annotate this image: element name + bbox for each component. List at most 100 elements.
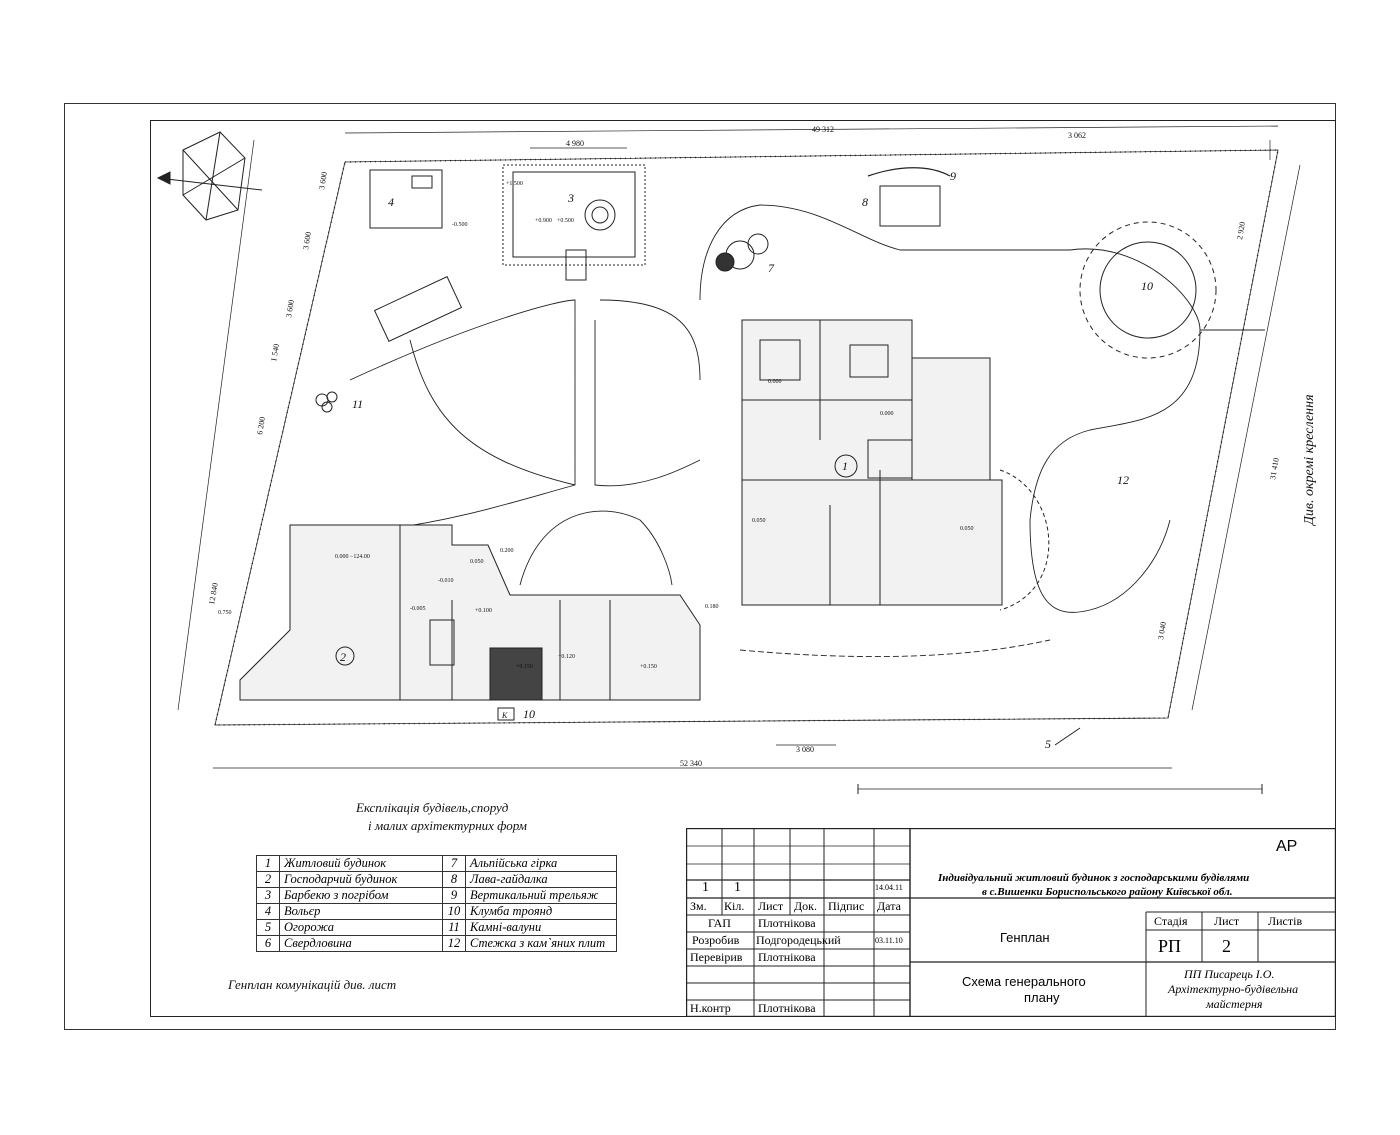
level-mark: -0.500: [452, 222, 468, 228]
level-mark: 0.000: [880, 411, 894, 417]
table-cell: Клумба троянд: [465, 903, 617, 920]
level-mark: 0.050: [960, 526, 974, 532]
dim-bottom-total: 52 340: [680, 759, 702, 768]
level-mark: +0.100: [475, 608, 492, 614]
name-developer: Подгородецький: [756, 933, 841, 947]
obj-number-7: 7: [768, 261, 775, 275]
title-block: 1 1 14.04.11 Зм. Кіл. Лист Док. Підпис Д…: [686, 828, 1336, 1017]
role-norm-control: Н.контр: [690, 1001, 731, 1015]
rose-flowerbed: [1099, 241, 1197, 339]
building-aviary: [369, 169, 443, 229]
explication-title-2: і малих архітектурних форм: [368, 818, 527, 833]
project-line-2: в с.Вишенки Бориспольського району Київс…: [982, 886, 1233, 898]
hdr-kil: Кіл.: [724, 899, 745, 913]
hdr-stadia: Стадія: [1154, 914, 1188, 928]
hdr-lyst: Лист: [758, 899, 784, 913]
table-cell: 6: [256, 935, 280, 952]
level-mark: 0.000 −124.00: [335, 554, 370, 560]
table-cell: Вольєр: [279, 903, 443, 920]
level-mark: 0.200: [500, 548, 514, 554]
dim-bottom-mid: 3 080: [796, 745, 814, 754]
hdr-zm: Зм.: [690, 899, 707, 913]
table-cell: 4: [256, 903, 280, 920]
side-note: Див. окремі креслення: [1302, 394, 1317, 527]
table-cell: Господарчий будинок: [279, 871, 443, 888]
level-mark: +1.500: [506, 181, 523, 187]
level-mark: +0.500: [557, 218, 574, 224]
hdr-data: Дата: [877, 899, 901, 913]
dim-left-3: 3 600: [284, 299, 296, 318]
table-cell: 9: [442, 887, 466, 904]
garden-paths: [349, 204, 1265, 531]
obj-number-10-flowerbed: 10: [1141, 279, 1153, 293]
sheet-name: Генплан: [1000, 930, 1050, 945]
obj-number-4: 4: [388, 195, 394, 209]
sheet-number: 2: [1222, 936, 1231, 956]
level-mark: -0.010: [438, 578, 454, 584]
level-mark: +0.900: [535, 218, 552, 224]
dim-left-2: 3 600: [301, 231, 313, 250]
dim-left-6: 12 840: [207, 582, 220, 605]
org-line-2: Архітектурно-будівельна: [1168, 982, 1299, 996]
level-mark: 0.000: [768, 379, 782, 385]
obj-number-10-gate: 10: [523, 707, 535, 721]
car-icon: [373, 276, 463, 342]
table-cell: 10: [442, 903, 466, 920]
level-mark: 0.180: [705, 604, 719, 610]
stadia-value: РП: [1158, 936, 1182, 956]
dim-right-1: 2 920: [1235, 221, 1247, 240]
table-cell: 11: [442, 919, 466, 936]
role-checker: Перевірив: [690, 950, 743, 964]
hdr-lystiv: Листів: [1268, 914, 1303, 928]
level-mark: +0.150: [640, 664, 657, 670]
dim-left-5: 6 200: [255, 416, 267, 435]
hdr-lyst-2: Лист: [1214, 914, 1240, 928]
org-line-3: майстерня: [1206, 997, 1263, 1011]
level-mark: 0.750: [218, 610, 232, 616]
obj-number-2: 2: [340, 650, 346, 664]
drawing-name-2: плану: [1024, 990, 1060, 1005]
explication-title-1: Експлікація будівель,споруд: [356, 800, 509, 815]
hdr-pidpys: Підпис: [828, 899, 865, 913]
vertical-trellis: [867, 167, 951, 177]
table-cell: Вертикальний трельяж: [465, 887, 617, 904]
table-cell: Стежка з кам`яних плит: [465, 935, 617, 952]
doc-code: АР: [1276, 838, 1298, 855]
table-cell: 12: [442, 935, 466, 952]
level-mark: -0.005: [410, 606, 426, 612]
communications-note: Генплан комунікацій див. лист: [228, 977, 397, 992]
org-line-1: ПП Писарець І.О.: [1184, 967, 1275, 981]
date-2: 03.11.10: [875, 936, 903, 945]
level-mark: 0.050: [752, 518, 766, 524]
table-cell: 3: [256, 887, 280, 904]
table-cell: 8: [442, 871, 466, 888]
table-cell: 1: [256, 855, 280, 872]
rev-b: 1: [734, 880, 741, 895]
rev-a: 1: [702, 880, 709, 895]
level-mark: +0.150: [516, 664, 533, 670]
north-arrow-icon: [156, 131, 263, 221]
boulders-icon: [315, 391, 338, 413]
obj-number-12: 12: [1117, 473, 1129, 487]
table-cell: Огорожа: [279, 919, 443, 936]
building-barbecue: [512, 171, 636, 258]
role-developer: Розробив: [692, 933, 740, 947]
service-building: [239, 524, 701, 701]
dim-right-3: 3 040: [1156, 621, 1168, 640]
role-gap: ГАП: [708, 916, 731, 930]
main-house: [741, 319, 1003, 606]
table-cell: Лава-гайдалка: [465, 871, 617, 888]
hdr-dok: Док.: [794, 899, 818, 913]
swing-bench: [879, 185, 941, 227]
name-norm-control: Плотнікова: [758, 1001, 816, 1015]
table-cell: Свердловина: [279, 935, 443, 952]
dim-top-total: 49 312: [812, 125, 834, 134]
obj-number-8: 8: [862, 195, 868, 209]
